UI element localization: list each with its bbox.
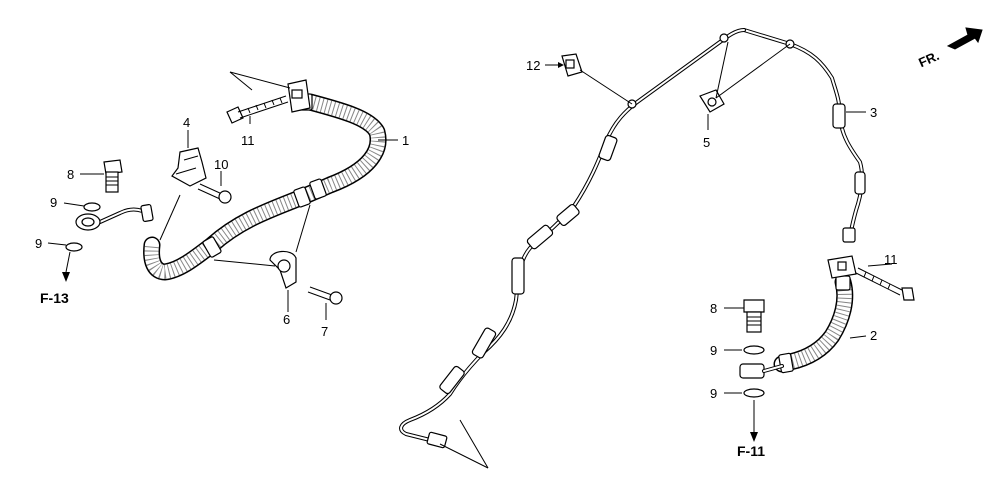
callout-1: 1: [402, 133, 409, 148]
left-hose-assembly: [65, 79, 387, 305]
callout-9-left-lower: 9: [35, 236, 42, 251]
callout-labels: 1 2 3 4 5 6 7 8 8 9 9 9 9 10 11 11 12: [35, 58, 898, 401]
hose-2: [773, 273, 854, 374]
callout-3: 3: [870, 105, 877, 120]
bolt-11-right: [855, 267, 915, 301]
banjo-fitting-left: [75, 213, 101, 231]
callout-5: 5: [703, 135, 710, 150]
washer-9-right-upper: [743, 345, 765, 355]
washer-9-left-lower: [65, 242, 83, 252]
callout-10: 10: [214, 157, 228, 172]
callout-9-left-upper: 9: [50, 195, 57, 210]
callout-11-right: 11: [884, 252, 898, 267]
washer-9-left-upper: [83, 202, 101, 212]
callout-9-right-upper: 9: [710, 343, 717, 358]
banjo-fitting-right: [739, 363, 784, 379]
right-hose-assembly: [739, 255, 915, 398]
right-leader-lines: [724, 263, 893, 442]
clip-5: [699, 89, 725, 113]
bolt-8-right: [743, 299, 765, 333]
bracket-4: [171, 147, 207, 187]
callout-6: 6: [283, 312, 290, 327]
bolt-7: [307, 286, 343, 305]
callout-9-right-lower: 9: [710, 386, 717, 401]
front-label: FR.: [916, 48, 941, 70]
left-leader-lines: [47, 71, 398, 320]
callout-11-left: 11: [241, 133, 255, 148]
brake-pipe-assembly: [399, 28, 866, 449]
center-leader-lines: [439, 41, 866, 469]
callout-7: 7: [321, 324, 328, 339]
reference-f13: F-13: [40, 290, 69, 306]
washer-9-right-lower: [743, 388, 765, 398]
front-arrow-icon: [946, 27, 983, 50]
reference-f11: F-11: [737, 443, 765, 459]
hose-2-upper-fitting: [827, 255, 857, 279]
hose-1: [98, 93, 387, 281]
clamp-6: [269, 250, 297, 289]
callout-8-left: 8: [67, 167, 74, 182]
front-direction-indicator: FR.: [916, 27, 983, 70]
clip-12: [561, 53, 583, 77]
bolt-11-left: [226, 95, 289, 124]
callout-4: 4: [183, 115, 190, 130]
callout-12: 12: [526, 58, 540, 73]
callout-2: 2: [870, 328, 877, 343]
bolt-10: [197, 183, 232, 204]
hose-1-upper-fitting: [287, 79, 311, 113]
bolt-8-left: [103, 159, 123, 193]
reference-labels: F-13 F-11: [40, 290, 765, 459]
callout-8-right: 8: [710, 301, 717, 316]
